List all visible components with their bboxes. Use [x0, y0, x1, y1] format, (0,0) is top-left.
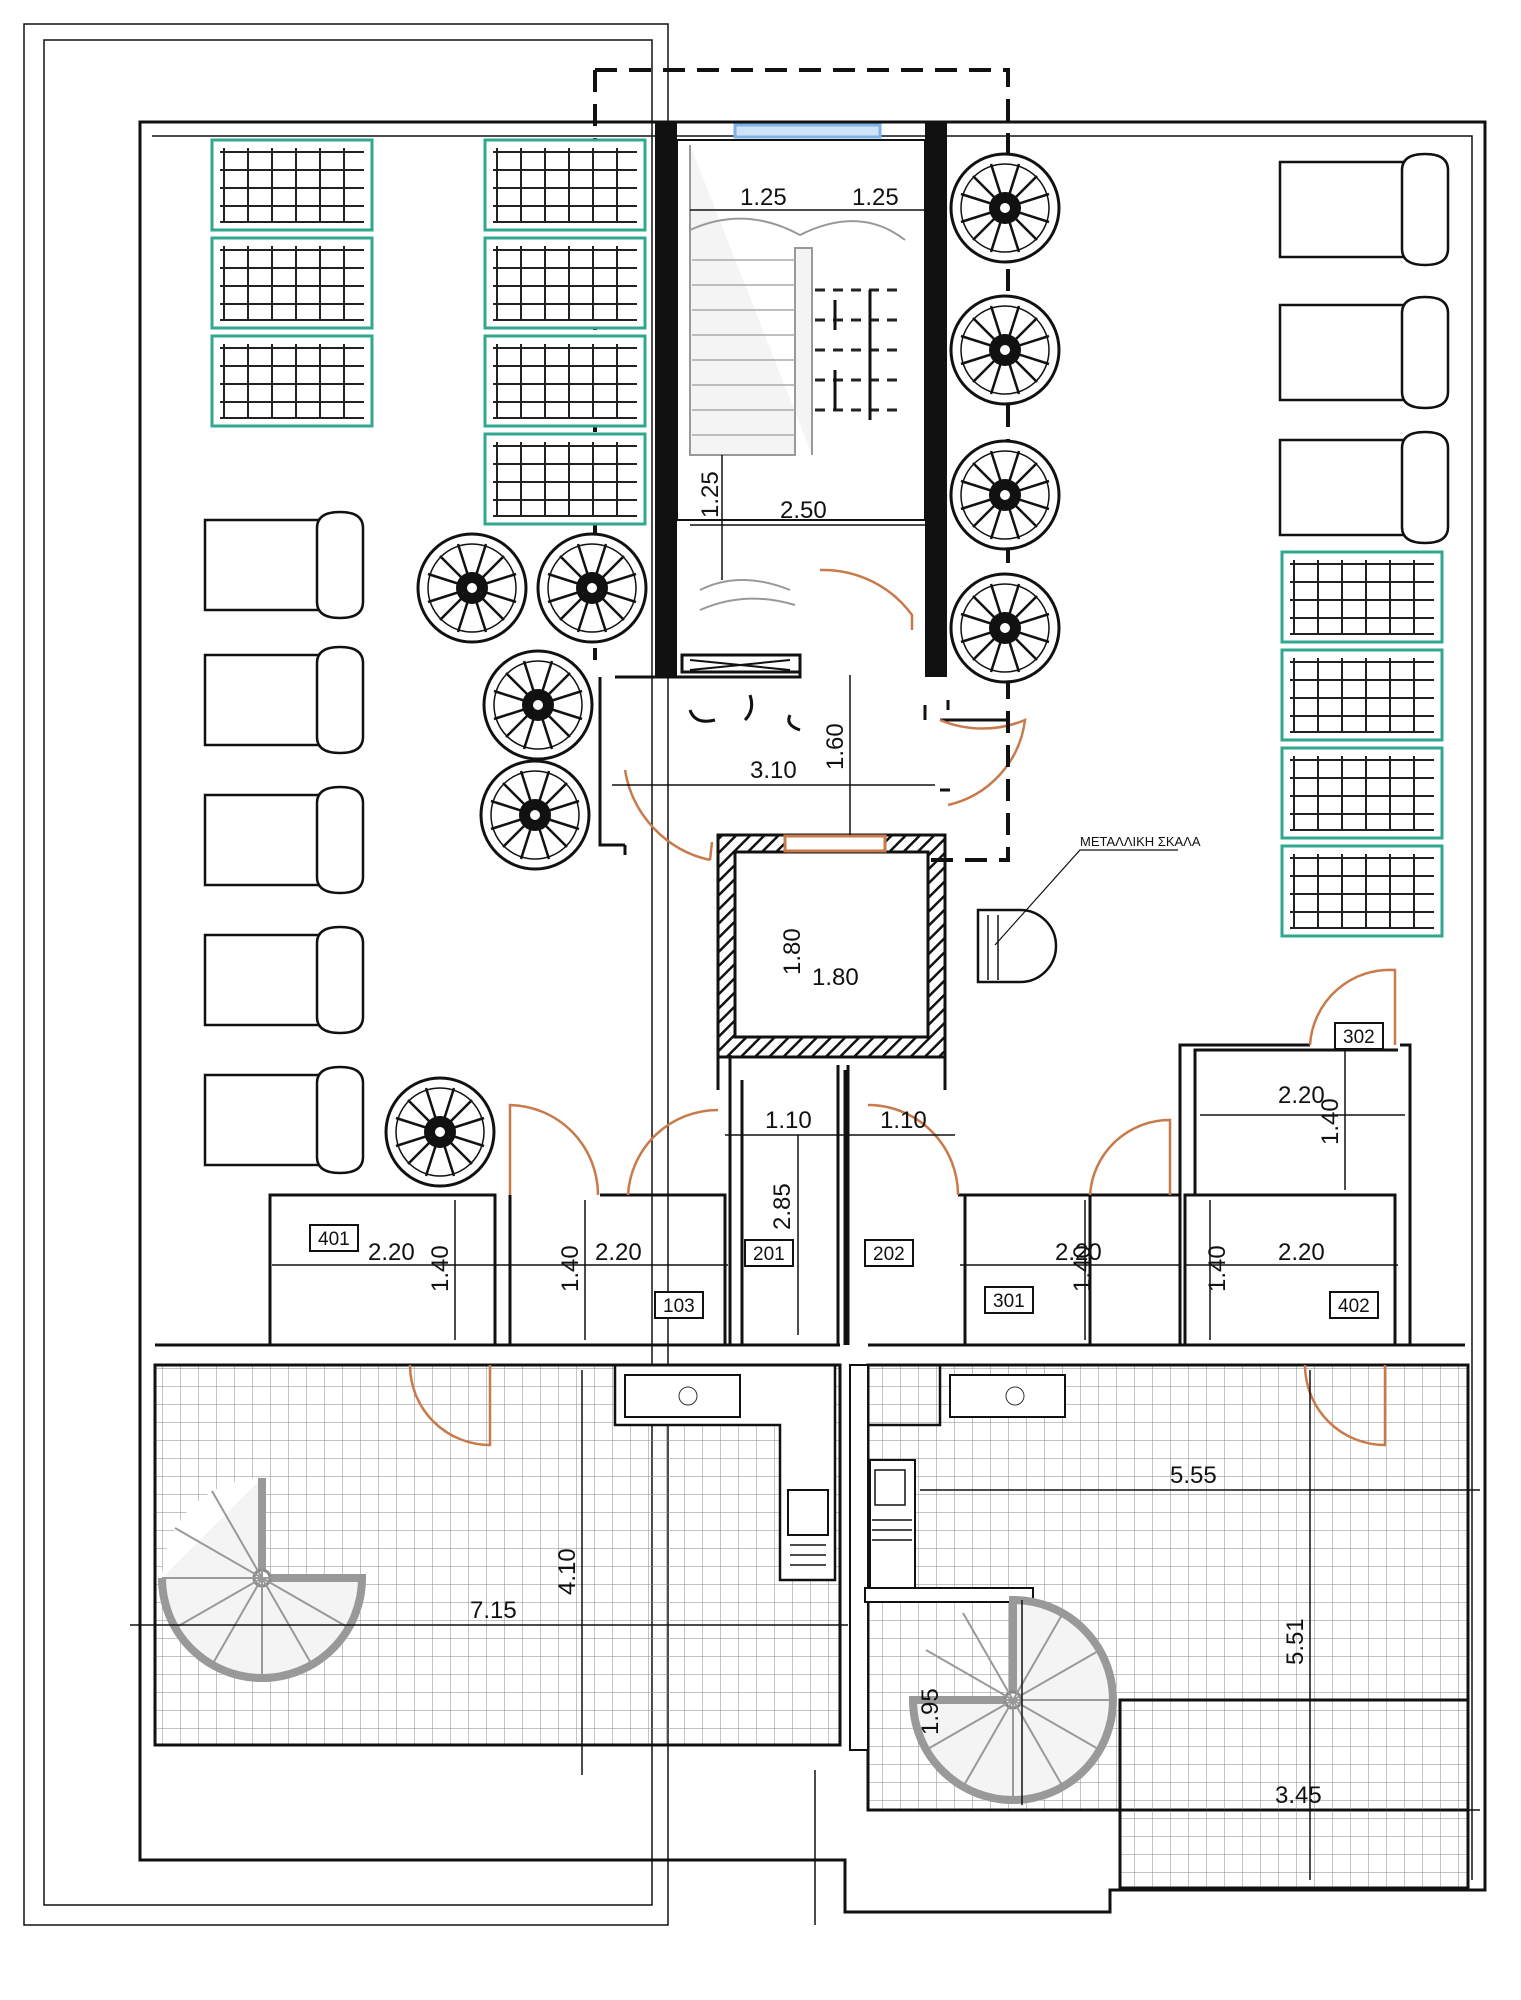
metal-stair [976, 849, 1178, 984]
dim-301-w: 2.20 [1055, 1239, 1102, 1266]
terrace-extension [1118, 1698, 1470, 1890]
dim-302-h: 1.40 [1317, 1098, 1344, 1145]
dim-103-h: 1.40 [557, 1245, 584, 1292]
spiral-stair-icon [908, 1595, 1118, 1804]
dim-401-w: 2.20 [368, 1239, 415, 1266]
dim-lobby-h: 1.60 [822, 723, 849, 770]
dim-corr-len: 2.85 [769, 1183, 796, 1230]
room-tag-103: 103 [663, 1296, 695, 1317]
dim-401-h: 1.40 [427, 1245, 454, 1292]
dim-lift-h: 1.80 [779, 928, 806, 975]
dim-lift-w: 1.80 [812, 964, 859, 991]
site-boundary [23, 23, 1487, 1926]
kitchen-counter-left [613, 1365, 837, 1582]
room-tag-201: 201 [753, 1244, 785, 1265]
doors [408, 568, 1397, 1447]
room-tag-202: 202 [873, 1244, 905, 1265]
room-tag-401: 401 [318, 1229, 350, 1250]
dim-stair-run: 1.25 [697, 471, 724, 518]
lobby [598, 670, 1010, 855]
room-tag-301: 301 [993, 1291, 1025, 1312]
dim-terrace-right-w: 5.55 [1170, 1462, 1217, 1489]
dimension-labels: 1.25 1.25 1.25 2.50 3.10 1.60 1.80 1.80 … [368, 184, 1344, 1809]
dim-402-h: 1.40 [1204, 1245, 1231, 1292]
dim-stair-hall: 2.50 [780, 497, 827, 524]
dim-103-w: 2.20 [595, 1239, 642, 1266]
sink-icon [678, 1386, 698, 1406]
dim-corr-w2: 1.10 [880, 1107, 927, 1134]
dim-corr-w1: 1.10 [765, 1107, 812, 1134]
dim-stair-w1: 1.25 [740, 184, 787, 211]
room-tags: 302 401 103 201 202 301 402 [309, 1022, 1384, 1319]
kitchen-counter-right [864, 1365, 1066, 1603]
room-tag-402: 402 [1338, 1296, 1370, 1317]
dim-terrace-left-w: 7.15 [470, 1597, 517, 1624]
dim-stair-w2: 1.25 [852, 184, 899, 211]
room-tag-302: 302 [1343, 1027, 1375, 1048]
stairwell [655, 122, 947, 677]
dim-301-h: 1.40 [1069, 1245, 1096, 1292]
dim-spiral-h: 1.95 [917, 1688, 944, 1735]
metal-stair-label: ΜΕΤΑΛΛΙΚΗ ΣΚΑΛΑ [1080, 834, 1201, 849]
dim-302-w: 2.20 [1278, 1082, 1325, 1109]
rooms-block [155, 1043, 1465, 1367]
dim-terrace-left-h: 4.10 [554, 1548, 581, 1595]
sink-icon [1005, 1386, 1025, 1406]
dim-terrace-right-h: 5.51 [1282, 1618, 1309, 1665]
dim-terrace-ext-w: 3.45 [1275, 1782, 1322, 1809]
lift [716, 833, 947, 1059]
dim-402-w: 2.20 [1278, 1239, 1325, 1266]
dimension-lines [130, 209, 1480, 1925]
dim-lobby-w: 3.10 [750, 757, 797, 784]
